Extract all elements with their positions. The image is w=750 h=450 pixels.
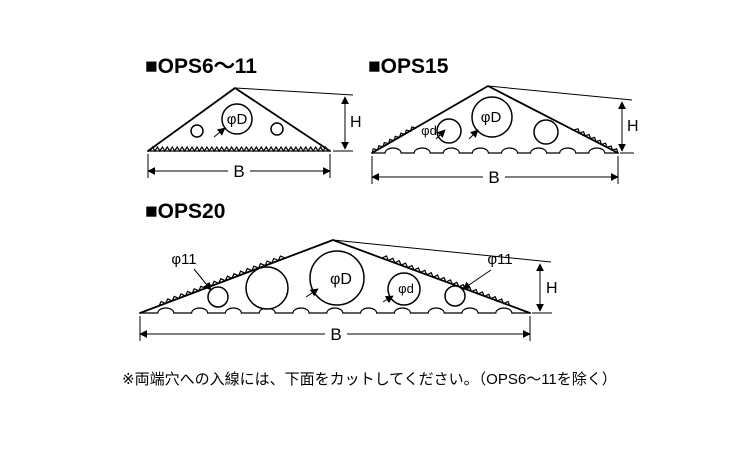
- cable-hole-medium-right: [387, 272, 421, 306]
- cable-hole-small-left: [207, 286, 229, 308]
- hole-diameter-label: φD: [481, 109, 502, 126]
- slope-ridges-right: [573, 128, 619, 154]
- height-label: H: [546, 280, 558, 297]
- serrated-bottom: [149, 145, 329, 153]
- cable-hole-small-right: [444, 285, 466, 307]
- scalloped-bottom: [140, 307, 530, 314]
- cable-hole-medium-left: [245, 266, 289, 310]
- footnote: ※両端穴への入線には、下面をカットしてください。（OPS6～11を除く）: [122, 371, 617, 388]
- leader-arrow-phiD: [468, 129, 479, 140]
- extension-line-top: [234, 87, 354, 96]
- slope-ridges-left: [158, 255, 286, 307]
- hole-diameter-label: φD: [227, 111, 248, 128]
- height-label: H: [350, 114, 362, 131]
- extension-line-top: [332, 239, 552, 263]
- ops15-diagram: ■OPS15 φd φD H B: [368, 55, 639, 187]
- slope-ridges-left: [371, 126, 417, 154]
- cable-hole-small-right: [270, 122, 284, 136]
- cable-hole-small-left: [190, 124, 204, 138]
- leader-arrow-phid: [435, 129, 446, 140]
- width-label: B: [330, 325, 341, 344]
- hole-left-label: φ11: [171, 251, 196, 268]
- cable-hole-large: [471, 96, 513, 138]
- leader-arrow-phi11-left: [193, 268, 212, 291]
- width-label: B: [488, 168, 499, 187]
- ops20-title: ■OPS20: [145, 200, 225, 223]
- ops6-11-title: ■OPS6～11: [145, 55, 257, 78]
- leader-arrow-phid: [382, 295, 394, 304]
- slope-ridges-right: [381, 255, 511, 307]
- hole-small-label: φd: [421, 123, 437, 138]
- ops20-diagram: ■OPS20 φ11 φ11 φD φd H B: [139, 200, 558, 344]
- hole-diameter-label: φD: [330, 271, 352, 288]
- cable-hole-large: [221, 103, 253, 135]
- width-label: B: [233, 162, 244, 181]
- hole-small-label: φd: [398, 281, 414, 296]
- leader-arrow-phiD: [213, 127, 226, 138]
- cable-hole-medium: [436, 118, 462, 144]
- leader-arrow-phi11-right: [462, 269, 492, 290]
- leader-arrow-phiD: [305, 288, 319, 298]
- ops15-title: ■OPS15: [368, 55, 449, 78]
- scalloped-bottom: [372, 147, 618, 154]
- height-label: H: [627, 118, 639, 135]
- cable-hole-right: [533, 119, 559, 145]
- hole-right-label: φ11: [487, 251, 512, 268]
- cable-hole-large: [309, 250, 365, 306]
- ops6-11-diagram: ■OPS6～11 φD H B: [145, 55, 362, 181]
- extension-line-top: [487, 85, 633, 101]
